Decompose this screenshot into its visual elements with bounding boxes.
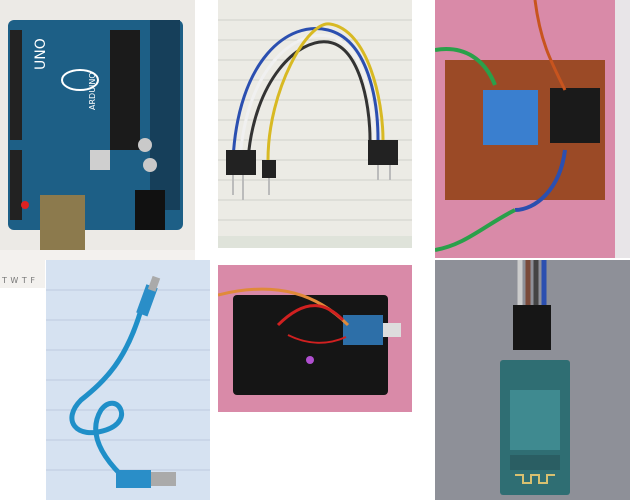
paper-strip — [0, 260, 45, 288]
photo-battery-holder — [218, 265, 412, 412]
photo-relay-module — [435, 0, 630, 258]
jumper-wires-image — [218, 19, 412, 248]
relay-module-image — [435, 0, 630, 258]
bluetooth-module-image — [500, 260, 570, 495]
photo-jumper-wires — [218, 0, 412, 248]
paper-days-text: T W T F — [2, 276, 35, 285]
photo-arduino: UNO ARDUINO — [0, 0, 195, 260]
photo-bluetooth-module — [435, 260, 630, 500]
battery-holder-image — [218, 287, 401, 395]
photo-usb-cable — [46, 260, 210, 500]
usb-cable-image — [46, 275, 210, 488]
arduino-board-image: UNO ARDUINO — [0, 20, 195, 260]
svg-text:ARDUINO: ARDUINO — [88, 72, 97, 110]
uno-logo-text: UNO — [33, 38, 49, 70]
